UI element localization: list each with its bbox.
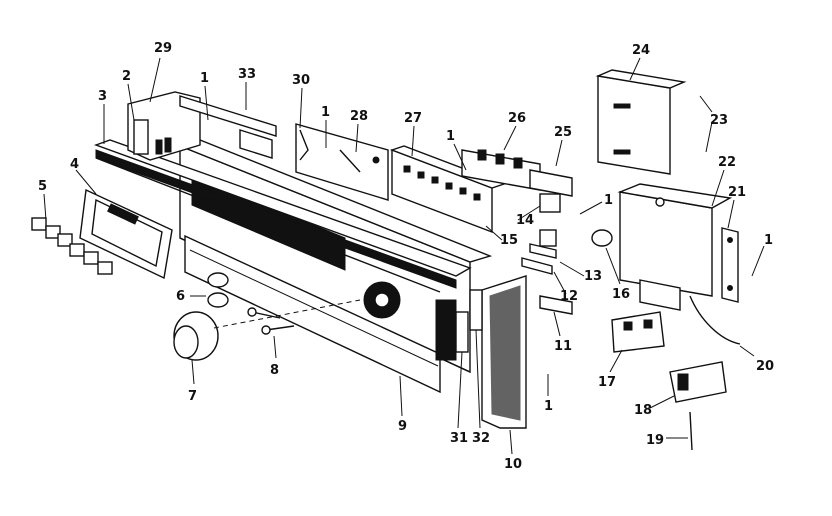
callout-30: 30	[292, 73, 310, 88]
mounting-bracket	[295, 123, 389, 201]
callout-20: 20	[756, 359, 774, 374]
callout-26: 26	[508, 111, 526, 126]
callout-33: 33	[238, 67, 256, 82]
callout-labels: 29 2 3 1 33 30 1 28 27 1 26 25 24 23 22 …	[38, 41, 774, 472]
front-trim-strip	[93, 139, 472, 293]
cover-plate	[595, 69, 687, 175]
callout-25: 25	[554, 125, 572, 140]
callout-14: 14	[516, 213, 534, 228]
callout-21: 21	[728, 185, 746, 200]
callout-1: 1	[200, 71, 209, 86]
callout-12: 12	[560, 289, 578, 304]
callout-15: 15	[500, 233, 518, 248]
callout-29: 29	[154, 41, 172, 56]
callout-11: 11	[554, 339, 572, 354]
lens-panel	[79, 188, 173, 280]
callout-27: 27	[404, 111, 422, 126]
screws	[247, 307, 295, 335]
callout-5: 5	[38, 179, 47, 194]
callout-17: 17	[598, 375, 616, 390]
callout-28: 28	[350, 109, 368, 124]
callout-4: 4	[70, 157, 79, 172]
callout-24: 24	[632, 43, 650, 58]
callout-10: 10	[504, 457, 522, 472]
push-buttons	[31, 217, 113, 275]
callout-19: 19	[646, 433, 664, 448]
callout-1: 1	[321, 105, 330, 120]
callout-31: 31	[450, 431, 468, 446]
small-components	[521, 193, 741, 451]
leader-lines	[43, 57, 765, 455]
callout-13: 13	[584, 269, 602, 284]
indicator-lamps	[207, 272, 229, 308]
callout-16: 16	[612, 287, 630, 302]
switch-module	[461, 149, 573, 197]
callout-22: 22	[718, 155, 736, 170]
callout-32: 32	[472, 431, 490, 446]
rear-bracket	[127, 91, 201, 161]
callout-8: 8	[270, 363, 279, 378]
callout-1: 1	[446, 129, 455, 144]
callout-2: 2	[122, 69, 131, 84]
callout-7: 7	[188, 389, 197, 404]
callout-1: 1	[604, 193, 613, 208]
perforated-grille	[455, 275, 527, 429]
control-box	[617, 183, 733, 311]
top-strip	[179, 95, 277, 159]
callout-1: 1	[544, 399, 553, 414]
callout-23: 23	[710, 113, 728, 128]
callout-9: 9	[398, 419, 407, 434]
callout-1: 1	[764, 233, 773, 248]
callout-6: 6	[176, 289, 185, 304]
callout-18: 18	[634, 403, 652, 418]
callout-3: 3	[98, 89, 107, 104]
bracket-plate	[721, 227, 739, 303]
control-knob	[173, 299, 361, 361]
